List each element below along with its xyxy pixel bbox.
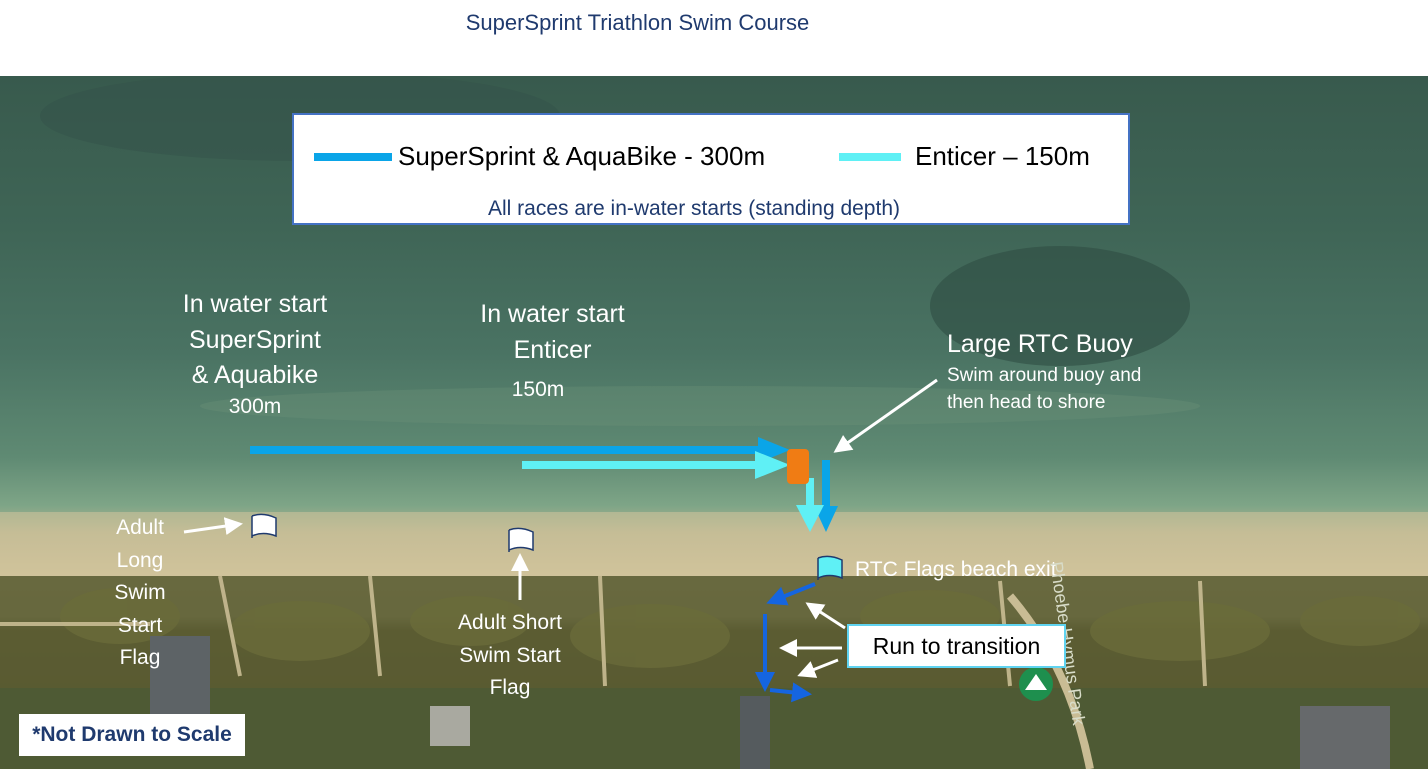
supersprint-legend-label: SuperSprint & AquaBike - 300m [398, 141, 766, 171]
label-line: In water start [480, 300, 625, 328]
park-marker-icon [1019, 667, 1053, 701]
arrow-icon [183, 517, 243, 536]
label-line: Start [117, 613, 163, 637]
label-line: Flag [489, 676, 531, 700]
not-to-scale-label: *Not Drawn to Scale [19, 714, 245, 756]
run-to-transition-label: Run to transition [847, 624, 1066, 668]
flag-icon [817, 555, 843, 580]
label-line: Adult Short [458, 611, 562, 634]
label-line: Flag [119, 646, 161, 670]
adult-short-flag-label: Adult Short Swim Start Flag [440, 607, 580, 705]
adult-long-flag-label: Adult Long Swim Start Flag [100, 512, 180, 675]
buoy-instructions: Swim around buoy and then head to shore [947, 363, 1141, 416]
arrow-icon [797, 658, 839, 678]
legend-box: SuperSprint & AquaBike - 300m Enticer – … [292, 113, 1130, 225]
label-line: Swim [114, 581, 166, 605]
label-line: then head to shore [947, 391, 1106, 413]
supersprint-legend-swatch [314, 153, 392, 161]
enticer-legend-swatch [839, 153, 901, 161]
buoy-title: Large RTC Buoy [947, 330, 1133, 358]
enticer-route [522, 451, 824, 532]
supersprint-route [250, 437, 838, 532]
label-line: Long [116, 548, 164, 572]
beach-exit-label: RTC Flags beach exit [855, 558, 1057, 581]
label-line: Enticer [513, 335, 592, 364]
arrow-icon [833, 378, 938, 453]
label-line: SuperSprint [188, 325, 322, 354]
supersprint-start-label: In water start SuperSprint & Aquabike 30… [150, 287, 360, 419]
enticer-legend-label: Enticer – 150m [915, 141, 1090, 171]
label-line: Swim Start [459, 643, 561, 667]
supersprint-distance: 300m [228, 394, 282, 418]
run-route [755, 582, 816, 703]
page-title: SuperSprint Triathlon Swim Course [465, 10, 810, 35]
flag-icon [251, 513, 277, 538]
buoy-icon [787, 449, 809, 484]
arrow-icon [805, 602, 846, 630]
flag-icon [508, 527, 534, 552]
enticer-distance: 150m [511, 378, 565, 401]
label-line: & Aquabike [191, 361, 319, 389]
label-line: Adult [116, 516, 164, 539]
label-line: Swim around buoy and [947, 365, 1142, 386]
enticer-start-label: In water start Enticer [445, 297, 660, 368]
label-line: In water start [182, 290, 328, 318]
legend-note: All races are in-water starts (standing … [487, 197, 900, 220]
